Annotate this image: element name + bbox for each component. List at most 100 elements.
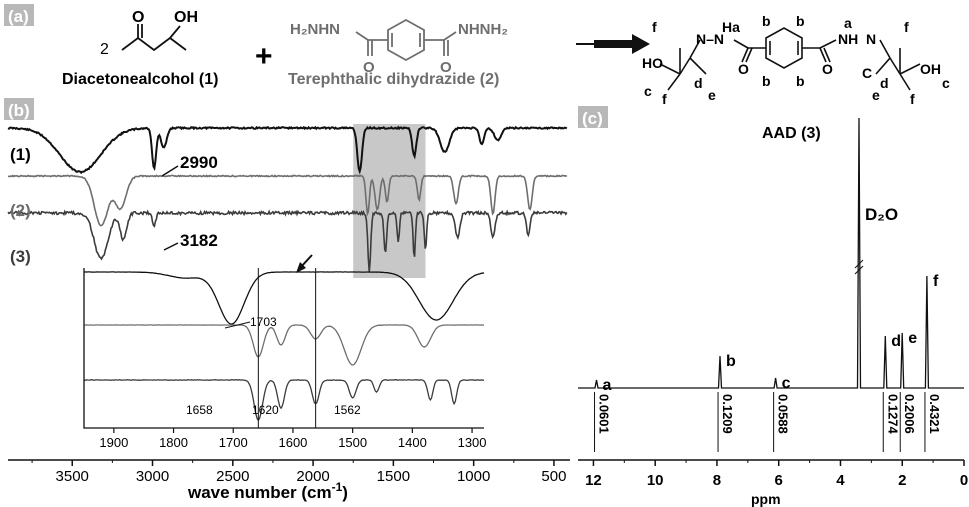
annotation-1562: 1562 bbox=[334, 403, 361, 417]
nmr-integral-value: 0.4321 bbox=[927, 394, 942, 434]
ftir-x-tick-label: 2000 bbox=[296, 468, 329, 485]
nmr-x-tick-label: 8 bbox=[713, 472, 721, 489]
ftir-x-tick-label: 1000 bbox=[457, 468, 490, 485]
atom-o-aad-left: O bbox=[738, 61, 749, 77]
atom-ho: HO bbox=[642, 55, 663, 71]
nmr-peak-label-f: f bbox=[933, 273, 939, 290]
series-label-3: (3) bbox=[10, 247, 31, 266]
nmr-x-tick-label: 10 bbox=[647, 472, 664, 489]
nmr-axis-break bbox=[854, 259, 864, 269]
ftir-inset: 1900 1800 1700 1600 1500 1400 1300 1703 1658 1… bbox=[83, 254, 487, 450]
atom-h2nhn: H₂NHN bbox=[290, 21, 340, 38]
panel-b-label: (b) bbox=[8, 101, 30, 120]
coefficient: 2 bbox=[100, 41, 109, 58]
site-b2: b bbox=[796, 13, 805, 29]
site-b4: b bbox=[796, 73, 805, 89]
site-e2: e bbox=[872, 87, 880, 103]
nmr-integral-value: 0.2006 bbox=[902, 394, 917, 434]
atom-o: O bbox=[132, 9, 144, 26]
nmr-integral-value: 0.1209 bbox=[720, 394, 735, 434]
site-b3: b bbox=[762, 73, 771, 89]
nmr-integral-value: 0.1274 bbox=[885, 394, 900, 435]
site-d2: d bbox=[880, 75, 889, 91]
aad-structure bbox=[659, 27, 921, 91]
panel-a-label-bg bbox=[4, 4, 34, 26]
annotation-1620: 1620 bbox=[252, 403, 279, 417]
nmr-x-tick-label: 6 bbox=[775, 472, 783, 489]
inset-x-tick-label: 1500 bbox=[338, 435, 367, 450]
inset-arrowhead bbox=[296, 262, 306, 273]
plus-sign: + bbox=[255, 40, 273, 73]
ftir-x-tick-label: 3000 bbox=[136, 468, 169, 485]
site-f4: f bbox=[910, 91, 915, 107]
ftir-x-tick-label: 500 bbox=[541, 468, 566, 485]
site-e1: e bbox=[708, 87, 716, 103]
series-label-2: (2) bbox=[10, 201, 31, 220]
ftir-x-axis-label: wave number (cm-1) bbox=[187, 480, 348, 502]
atom-n-n: N–N bbox=[696, 31, 724, 47]
nmr-peak-label-e: e bbox=[908, 330, 917, 347]
diacetone-alcohol-structure bbox=[121, 24, 187, 52]
inset-axis-frame bbox=[83, 268, 484, 429]
reaction-arrow bbox=[576, 34, 650, 54]
panel-b-label-bg bbox=[4, 98, 34, 120]
annotation-2990: 2990 bbox=[180, 153, 218, 172]
atom-nh-n: NH bbox=[838, 31, 858, 47]
panel-c-label: (c) bbox=[582, 109, 603, 128]
ftir-x-tick-label: 1500 bbox=[377, 468, 410, 485]
ftir-series-2-line bbox=[7, 174, 568, 227]
nmr-integral-value: 0.0601 bbox=[597, 394, 612, 434]
nmr-x-tick-label: 4 bbox=[836, 472, 845, 489]
site-f2: f bbox=[662, 91, 667, 107]
ftir-series-1-line bbox=[7, 125, 568, 175]
ftir-x-tick-label: 2500 bbox=[216, 468, 249, 485]
inset-series-3-line bbox=[83, 379, 485, 422]
atom-nhnh2: NHNH₂ bbox=[458, 21, 508, 38]
nmr-peak-label-DO: D₂O bbox=[865, 205, 898, 224]
site-c2: c bbox=[942, 75, 950, 91]
nmr-spectrum-line bbox=[578, 117, 964, 389]
atom-oh-aad: OH bbox=[920, 61, 941, 77]
annotation-2990-arrow bbox=[161, 165, 179, 177]
panel-c-nmr-chart: (c) a0.0601b0.1209c0.0588D₂Od0.1274e0.20… bbox=[578, 106, 968, 507]
nmr-peak-label-c: c bbox=[782, 375, 791, 392]
inset-series-1-line bbox=[84, 271, 485, 325]
ftir-x-tick-label: 3500 bbox=[56, 468, 89, 485]
product-name: AAD (3) bbox=[762, 125, 821, 142]
atom-ha: Ha bbox=[722, 19, 740, 35]
nmr-x-tick-label: 2 bbox=[898, 472, 906, 489]
inset-x-tick-label: 1600 bbox=[278, 435, 307, 450]
annotation-1703: 1703 bbox=[250, 315, 277, 329]
panel-a: (a) 2 O OH Diacetonealcohol (1) + bbox=[4, 4, 950, 142]
panel-c-label-bg bbox=[578, 106, 608, 128]
series-label-1: (1) bbox=[10, 145, 31, 164]
site-a: a bbox=[844, 15, 852, 31]
atom-oh: OH bbox=[174, 9, 198, 26]
reactant1-name: Diacetonealcohol (1) bbox=[62, 71, 218, 88]
annotation-1658: 1658 bbox=[186, 403, 213, 417]
nmr-x-axis-label: ppm bbox=[751, 491, 781, 507]
inset-series-2-line bbox=[83, 324, 485, 366]
annotation-3182-arrow bbox=[163, 242, 179, 251]
nmr-integral-value: 0.0588 bbox=[776, 394, 791, 434]
atom-o-aad-right: O bbox=[822, 61, 833, 77]
site-b1: b bbox=[762, 13, 771, 29]
inset-x-tick-label: 1300 bbox=[458, 435, 487, 450]
annotation-1703-arrow bbox=[224, 321, 251, 329]
atom-c: C bbox=[862, 65, 872, 81]
site-d1: d bbox=[694, 75, 703, 91]
nmr-peak-label-d: d bbox=[891, 333, 901, 350]
terephthalic-dihydrazide-structure bbox=[355, 18, 457, 62]
ftir-series-3-line bbox=[7, 209, 568, 273]
site-f3: f bbox=[904, 19, 909, 35]
inset-x-tick-label: 1400 bbox=[398, 435, 427, 450]
site-f1: f bbox=[652, 19, 657, 35]
annotation-3182: 3182 bbox=[180, 231, 218, 250]
nmr-x-tick-label: 0 bbox=[960, 472, 968, 489]
reactant2-name: Terephthalic dihydrazide (2) bbox=[288, 71, 499, 88]
inset-x-tick-label: 1700 bbox=[219, 435, 248, 450]
nmr-peak-label-a: a bbox=[603, 377, 612, 394]
inset-x-tick-label: 1900 bbox=[99, 435, 128, 450]
inset-x-tick-label: 1800 bbox=[159, 435, 188, 450]
